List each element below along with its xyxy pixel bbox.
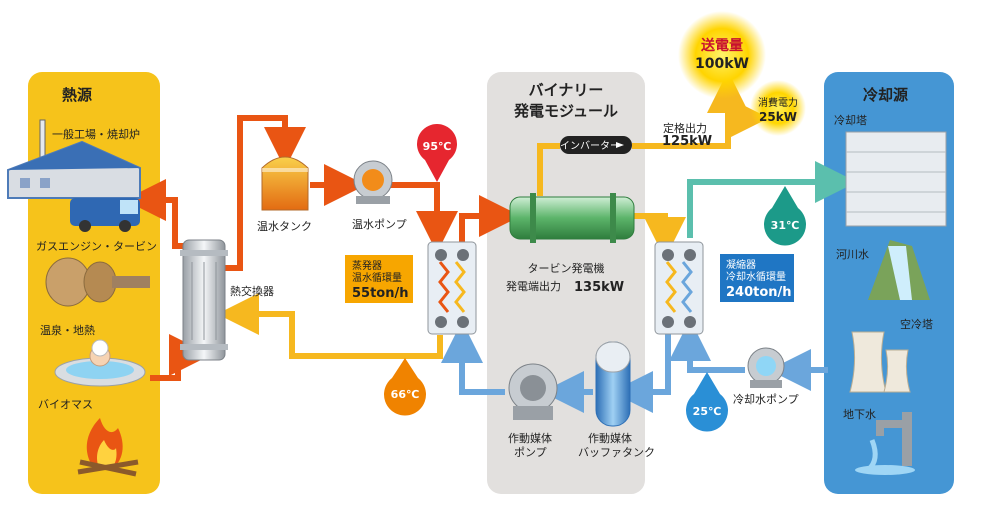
condenser-info-box [720, 254, 794, 302]
temp-cool-out-text: 31℃ [771, 219, 800, 232]
warm-pipe-evaporator-return [217, 293, 443, 359]
buffer-tank-line1: 作動媒体 [588, 431, 632, 445]
cooling-source-title: 冷却源 [863, 86, 908, 104]
heat-source-item-factory: 一般工場・焼却炉 [52, 128, 140, 141]
temp-hot-out-text: 66℃ [391, 388, 420, 401]
binary-module-title-line1: バイナリー [529, 81, 604, 99]
evaporator-info-box [345, 255, 413, 303]
cooling-source-item-tower: 冷却塔 [834, 114, 867, 127]
turbine-line2-value: 135kW [574, 280, 624, 295]
rated-output-value: 125kW [662, 134, 712, 149]
cooling-pipe-pump-to-condenser [669, 319, 745, 373]
factory-icon [7, 119, 141, 199]
working-pump-line2: ポンプ [514, 446, 547, 459]
cooling-source-item-groundwater: 地下水 [843, 408, 876, 421]
cooling-pipe-condenser-to-tower [687, 161, 857, 238]
vapor-pipe-turbine-to-condenser [633, 213, 686, 259]
temp-badge-31: 31℃ [764, 186, 806, 246]
cooling-source-item-river: 河川水 [836, 248, 869, 261]
cooling-source-item-air-tower: 空冷塔 [900, 317, 933, 331]
hot-water-pump-icon [353, 160, 393, 204]
buffer-tank-line2: バッファタンク [578, 446, 655, 459]
rated-output-label: 定格出力 [663, 121, 707, 135]
evaporator-value: 55ton/h [352, 286, 409, 301]
evaporator-line1: 蒸発器 [352, 259, 382, 272]
transmission-label: 送電量 [700, 37, 743, 54]
turbine-generator-icon [509, 193, 635, 243]
cooling-pump-label: 冷却水ポンプ [733, 393, 799, 406]
consumption-value: 25kW [759, 110, 797, 124]
hot-pipe-exchanger-to-tank [225, 115, 306, 271]
fire-icon [77, 418, 139, 477]
heat-source-title: 熱源 [62, 86, 92, 104]
heat-exchanger-label: 熱交換器 [230, 284, 274, 298]
cooling-tower-icon [845, 131, 947, 227]
condenser-line2: 冷却水循環量 [726, 270, 786, 283]
temp-hot-in-text: 95℃ [423, 140, 452, 153]
evaporator-line2: 温水循環量 [352, 271, 402, 284]
heat-source-item-gas-engine: ガスエンジン・タービン [36, 240, 157, 253]
temp-badge-95: 95℃ [417, 124, 458, 182]
transmission-value: 100kW [695, 56, 749, 72]
liquid-pipe-condenser-to-tank [611, 330, 671, 413]
turbine-rotor-icon [45, 257, 150, 307]
inverter-badge: インバーター [560, 136, 632, 154]
hot-water-tank-label: 温水タンク [257, 220, 312, 233]
liquid-pipe-pump-to-evaporator [441, 321, 505, 395]
evaporator-icon [427, 241, 477, 335]
working-fluid-pump-icon [508, 363, 558, 420]
consumption-glow [750, 80, 806, 136]
temp-badge-66: 66℃ [384, 358, 426, 416]
cooling-water-pump-icon [747, 347, 785, 388]
hot-water-pump-label: 温水ポンプ [352, 218, 407, 231]
turbine-line1: タービン発電機 [528, 261, 605, 275]
consumption-label: 消費電力 [758, 96, 798, 109]
turbine-line2-prefix: 発電端出力 [506, 279, 561, 293]
groundwater-tap-icon [855, 412, 915, 475]
hot-spring-icon [54, 339, 146, 387]
truck-icon [70, 198, 140, 232]
power-line-turbine-to-inverter [537, 143, 560, 196]
air-cooling-tower-icon [849, 331, 911, 393]
working-pump-line1: 作動媒体 [508, 431, 552, 445]
heat-exchanger-icon [180, 239, 228, 361]
waterfall-icon [868, 240, 930, 300]
buffer-tank-icon [595, 341, 631, 427]
heat-source-item-biomass: バイオマス [38, 398, 93, 411]
condenser-icon [654, 241, 704, 335]
condenser-value: 240ton/h [726, 285, 792, 300]
hot-water-tank-icon [261, 156, 309, 211]
hot-pipe-pump-to-evaporator [380, 182, 458, 253]
vapor-pipe-evaporator-to-turbine [459, 195, 521, 250]
inverter-label: インバーター [560, 140, 620, 152]
transmission-glow [678, 11, 766, 99]
heat-source-item-hot-spring: 温泉・地熱 [40, 323, 95, 337]
condenser-line1: 凝縮器 [726, 258, 756, 271]
temp-badge-25: 25℃ [685, 372, 728, 432]
binary-module-title-line2: 発電モジュール [513, 102, 618, 120]
temp-cool-in-text: 25℃ [693, 405, 722, 418]
